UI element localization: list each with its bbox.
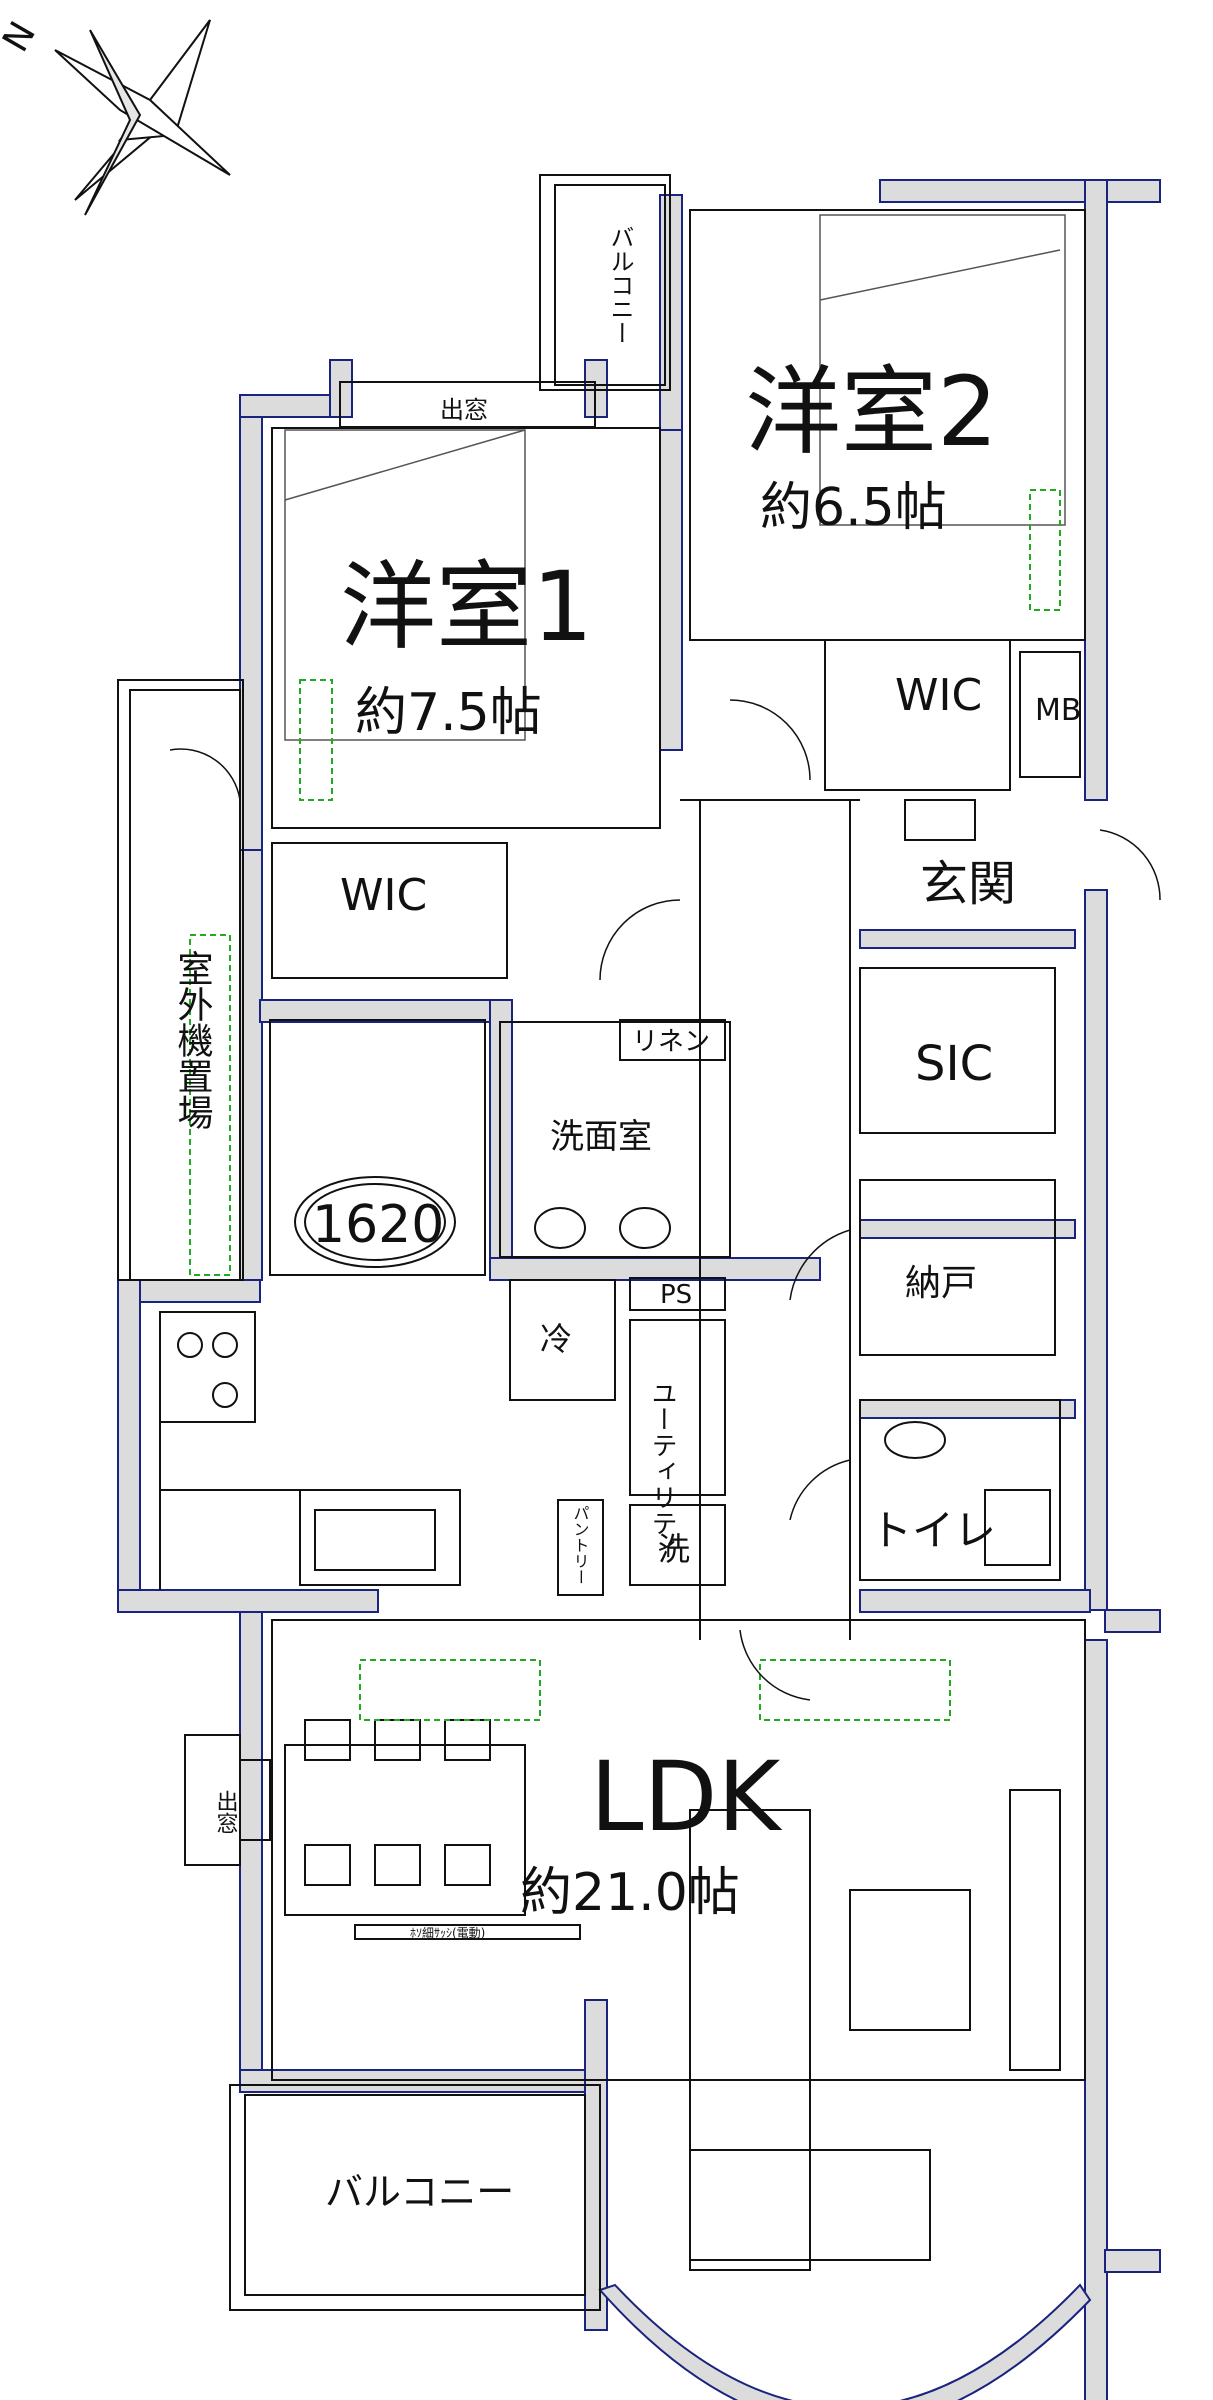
label-outdoor-unit: 室外機置場 <box>172 950 214 1130</box>
compass: N <box>0 15 231 216</box>
north-label: N <box>0 15 44 59</box>
room-name-bedroom2: 洋室2 <box>745 356 998 468</box>
room-name-ldk: LDK <box>590 1741 782 1853</box>
label-bay-window-top: 出窓 <box>440 396 488 424</box>
label-utility: ユーティリティ <box>647 1380 677 1562</box>
compass-star-icon <box>54 19 231 216</box>
label-toilet: トイレ <box>870 1506 996 1555</box>
label-washroom: 洗面室 <box>550 1117 652 1157</box>
label-sic: SIC <box>915 1036 993 1092</box>
label-curtain-note: ﾎｿ細ｻｯｼ(電動) <box>410 1926 485 1940</box>
label-fridge: 冷 <box>540 1320 572 1358</box>
walls <box>117 179 1161 2400</box>
green-markers <box>189 489 1061 1721</box>
label-mb: MB <box>1035 693 1081 728</box>
toilet-icon <box>984 1489 1051 1566</box>
label-entrance: 玄関 <box>920 856 1016 912</box>
label-washer: 洗 <box>658 1530 690 1568</box>
label-storage: 納戸 <box>905 1263 977 1304</box>
sink-icon <box>534 1207 586 1249</box>
fixtures <box>177 1176 1051 1571</box>
bathtub-icon <box>294 1176 456 1268</box>
room-size-bedroom2: 約6.5帖 <box>760 478 947 538</box>
label-wic1: WIC <box>340 870 427 921</box>
label-wic2: WIC <box>895 670 982 721</box>
door-swings <box>169 699 1161 1701</box>
label-ps: PS <box>660 1280 692 1310</box>
beds <box>284 214 1066 741</box>
interior-lines <box>117 174 1086 2311</box>
label-balcony-bottom: バルコニー <box>325 2170 514 2214</box>
label-balcony-top: バルコニー <box>606 225 634 345</box>
room-size-bedroom1: 約7.5帖 <box>355 683 542 743</box>
stove-burner-icon <box>177 1332 203 1358</box>
label-linen: リネン <box>632 1027 710 1057</box>
hand-sink-icon <box>884 1421 946 1459</box>
label-bay-window-left: 出窓 <box>213 1790 238 1834</box>
label-pantry: パントリー <box>571 1505 590 1585</box>
kitchen-sink-icon <box>314 1509 436 1571</box>
label-bath: 1620 <box>312 1195 444 1255</box>
room-size-ldk: 約21.0帖 <box>520 1863 740 1923</box>
sink-icon-2 <box>619 1207 671 1249</box>
room-labels: 洋室2 約6.5帖 洋室1 約7.5帖 LDK 約21.0帖 WIC WIC M… <box>172 225 1082 2214</box>
room-name-bedroom1: 洋室1 <box>340 551 593 663</box>
